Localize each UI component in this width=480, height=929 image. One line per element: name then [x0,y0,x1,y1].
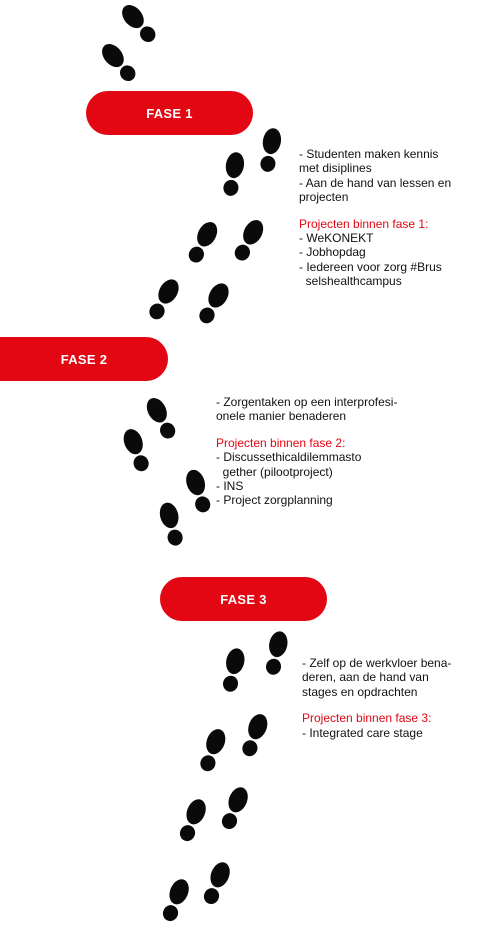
project-item: - Iedereen voor zorg #Brus [299,259,442,274]
phase-1-text: - Studenten maken kennis met disiplines … [299,147,477,289]
description-line: met disiplines [299,161,372,176]
phase-3-text: - Zelf op de werkvloer bena- deren, aan … [302,656,477,740]
description-line: stages en opdrachten [302,684,418,699]
footprint-icon [184,218,222,266]
footprint-icon [220,646,247,694]
phase-2-label: FASE 2 [60,351,108,367]
footprint-icon [263,629,290,677]
footprint-icon [230,216,268,264]
projects-heading: Projecten binnen fase 3: [302,711,432,726]
footprint-icon [157,500,186,548]
project-item: - Jobhopdag [299,245,366,260]
footprint-icon [145,275,183,323]
phase-2-text: - Zorgentaken op een interprofesi- onele… [216,395,436,508]
project-item: gether (pilootproject) [216,464,333,479]
footprint-icon [159,876,193,924]
description-line: - Zelf op de werkvloer bena- [302,656,452,670]
project-item: selshealthcampus [299,274,402,289]
description-line: - Zorgentaken op een interprofesi- [216,395,398,409]
description-line: projecten [299,190,349,205]
footprint-icon [218,784,252,832]
project-item: - WeKONEKT [299,231,374,246]
spacer [299,205,477,217]
footprint-icon [200,859,234,907]
footprint-icon [195,279,233,327]
footprint-icon [257,126,284,174]
footprint-icon [220,150,247,198]
footprint-icon [97,39,140,86]
description-line: - Studenten maken kennis [299,147,439,161]
project-item: - Project zorgplanning [216,493,333,508]
footprint-icon [142,394,180,442]
spacer [216,424,436,436]
footprint-icon [183,467,214,515]
footprint-icon [117,0,160,47]
project-item: - Integrated care stage [302,725,423,740]
footprint-icon [120,426,153,474]
phase-3-label: FASE 3 [220,591,267,607]
footprint-icon [196,726,229,774]
phase-1-label: FASE 1 [146,105,193,121]
projects-heading: Projecten binnen fase 2: [216,435,346,450]
footprint-icon [176,796,210,844]
footprint-icon [238,711,271,759]
phase-3-pill: FASE 3 [160,577,327,621]
description-line: deren, aan de hand van [302,670,429,685]
phase-1-pill: FASE 1 [86,91,253,135]
description-line: - Aan de hand van lessen en [299,175,452,190]
project-item: - INS [216,479,244,494]
project-item: - Discussethicaldilemmasto [216,450,362,465]
projects-heading: Projecten binnen fase 1: [299,216,429,231]
phase-2-pill: FASE 2 [0,337,168,381]
description-line: onele manier benaderen [216,409,347,424]
spacer [302,699,477,711]
